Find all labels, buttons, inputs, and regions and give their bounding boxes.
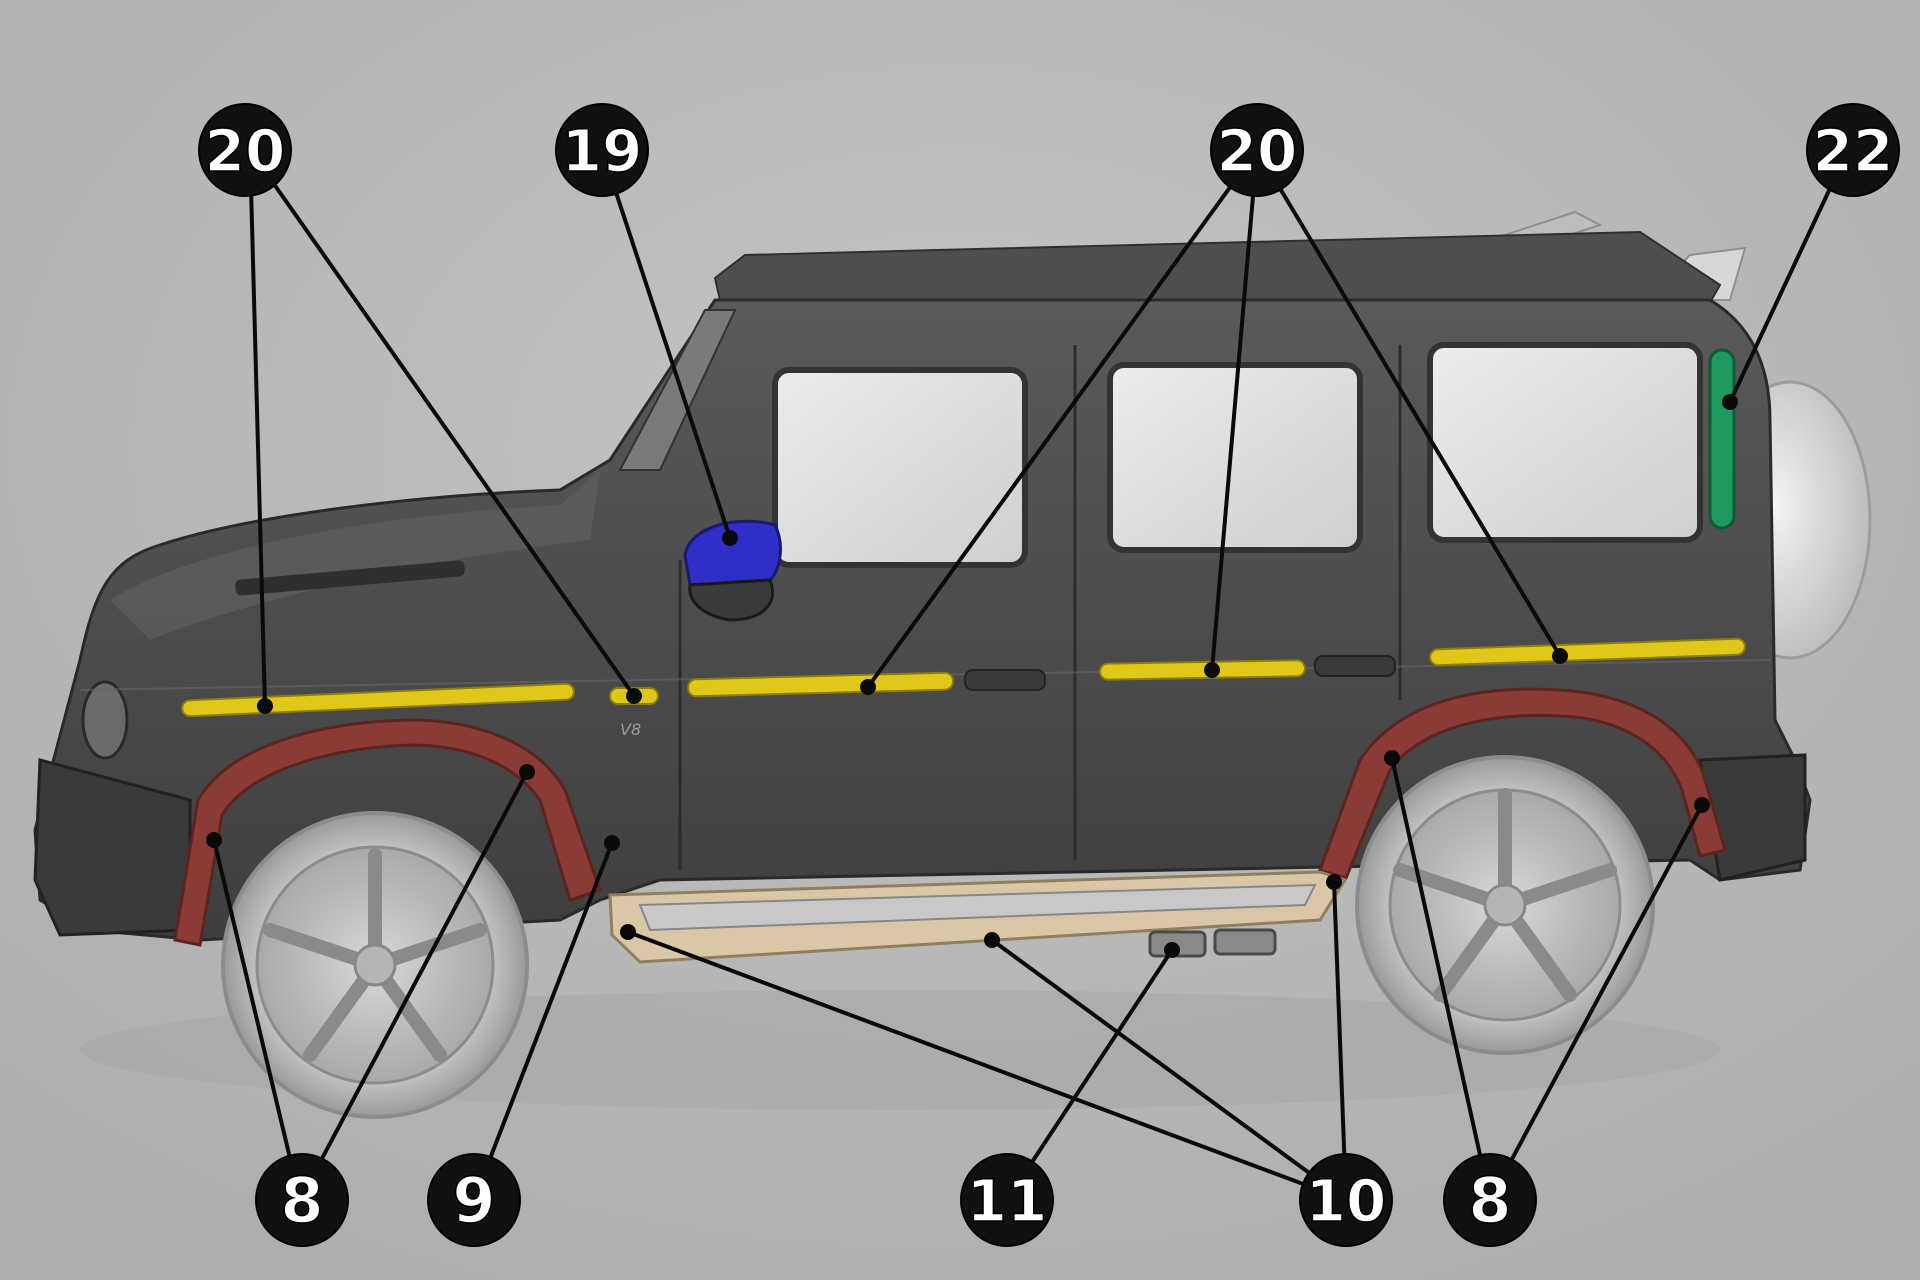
front-bumper <box>33 758 192 937</box>
callout-20-left: 20 <box>198 103 292 197</box>
callout-19: 19 <box>555 103 649 197</box>
leader-lines <box>212 148 1850 1202</box>
hood <box>110 470 600 640</box>
callout-bubble <box>1443 1153 1537 1247</box>
callout-22: 22 <box>1806 103 1900 197</box>
door-trim-front-door <box>687 671 954 698</box>
callout-label: 10 <box>1306 1167 1387 1235</box>
door-trim-rear-quarter <box>1429 637 1746 667</box>
leader-20a-2 <box>248 148 636 698</box>
callout-8-left: 8 <box>255 1153 349 1247</box>
leader-9 <box>472 841 614 1202</box>
leader-8b-2 <box>1488 803 1704 1202</box>
leader-8b-1 <box>1390 756 1492 1202</box>
callout-10: 10 <box>1299 1153 1393 1247</box>
callout-bubble <box>427 1153 521 1247</box>
exhaust-tip-2 <box>1213 928 1277 956</box>
leader-20a-1 <box>248 148 267 708</box>
front-fender-flare <box>173 718 602 947</box>
leader-10-2 <box>990 938 1348 1202</box>
rear-light-strip <box>1708 348 1736 530</box>
callout-9: 9 <box>427 1153 521 1247</box>
front-hub <box>353 943 397 987</box>
leader-11 <box>1005 948 1174 1202</box>
callout-label: 22 <box>1813 117 1894 185</box>
leader-19 <box>600 148 732 540</box>
callout-label: 20 <box>1217 117 1298 185</box>
callout-label: 8 <box>1468 1164 1511 1237</box>
leader-8a-1 <box>212 838 302 1202</box>
callout-label: 8 <box>280 1164 323 1237</box>
door-trim-rear-door <box>1099 659 1306 681</box>
callout-label: 11 <box>967 1167 1048 1235</box>
callout-bubble <box>255 1153 349 1247</box>
mirror-cap <box>683 519 782 587</box>
callout-label: 19 <box>562 117 643 185</box>
side-step-tread <box>638 883 1317 932</box>
rear-door-window <box>1107 362 1363 553</box>
callout-20-middle: 20 <box>1210 103 1304 197</box>
callout-bubble <box>1806 103 1900 197</box>
v8-badge: V8 <box>620 720 641 739</box>
windshield <box>618 309 737 471</box>
callout-11: 11 <box>960 1153 1054 1247</box>
leader-20b-2 <box>1210 148 1259 672</box>
rear-fender-flare <box>1318 687 1727 880</box>
leader-10-1 <box>626 930 1348 1202</box>
rear-door-handle <box>1314 655 1396 677</box>
exhaust-tip-1 <box>1148 930 1207 958</box>
callout-bubble <box>960 1153 1054 1247</box>
callout-label: 20 <box>205 117 286 185</box>
callout-bubble <box>1299 1153 1393 1247</box>
leader-10-3 <box>1332 880 1348 1202</box>
vehicle: V8 <box>33 210 1872 1119</box>
anchor-dots <box>206 394 1738 958</box>
hood-vents <box>235 560 465 596</box>
leader-8a-2 <box>298 770 529 1202</box>
rear-quarter-window <box>1427 342 1703 543</box>
rear-hub <box>1483 883 1527 927</box>
callout-bubble <box>198 103 292 197</box>
callout-bubble <box>555 103 649 197</box>
callout-bubble <box>1210 103 1304 197</box>
callout-label: 9 <box>452 1164 495 1237</box>
leader-22 <box>1728 148 1850 404</box>
callout-8-right: 8 <box>1443 1153 1537 1247</box>
leader-20b-1 <box>866 148 1259 689</box>
front-door-window <box>772 367 1028 568</box>
mirror-housing <box>688 578 775 622</box>
door-trim-front-fender <box>181 682 575 718</box>
front-door-handle <box>964 669 1046 691</box>
headlight <box>81 680 129 760</box>
leader-20b-3 <box>1255 148 1562 658</box>
